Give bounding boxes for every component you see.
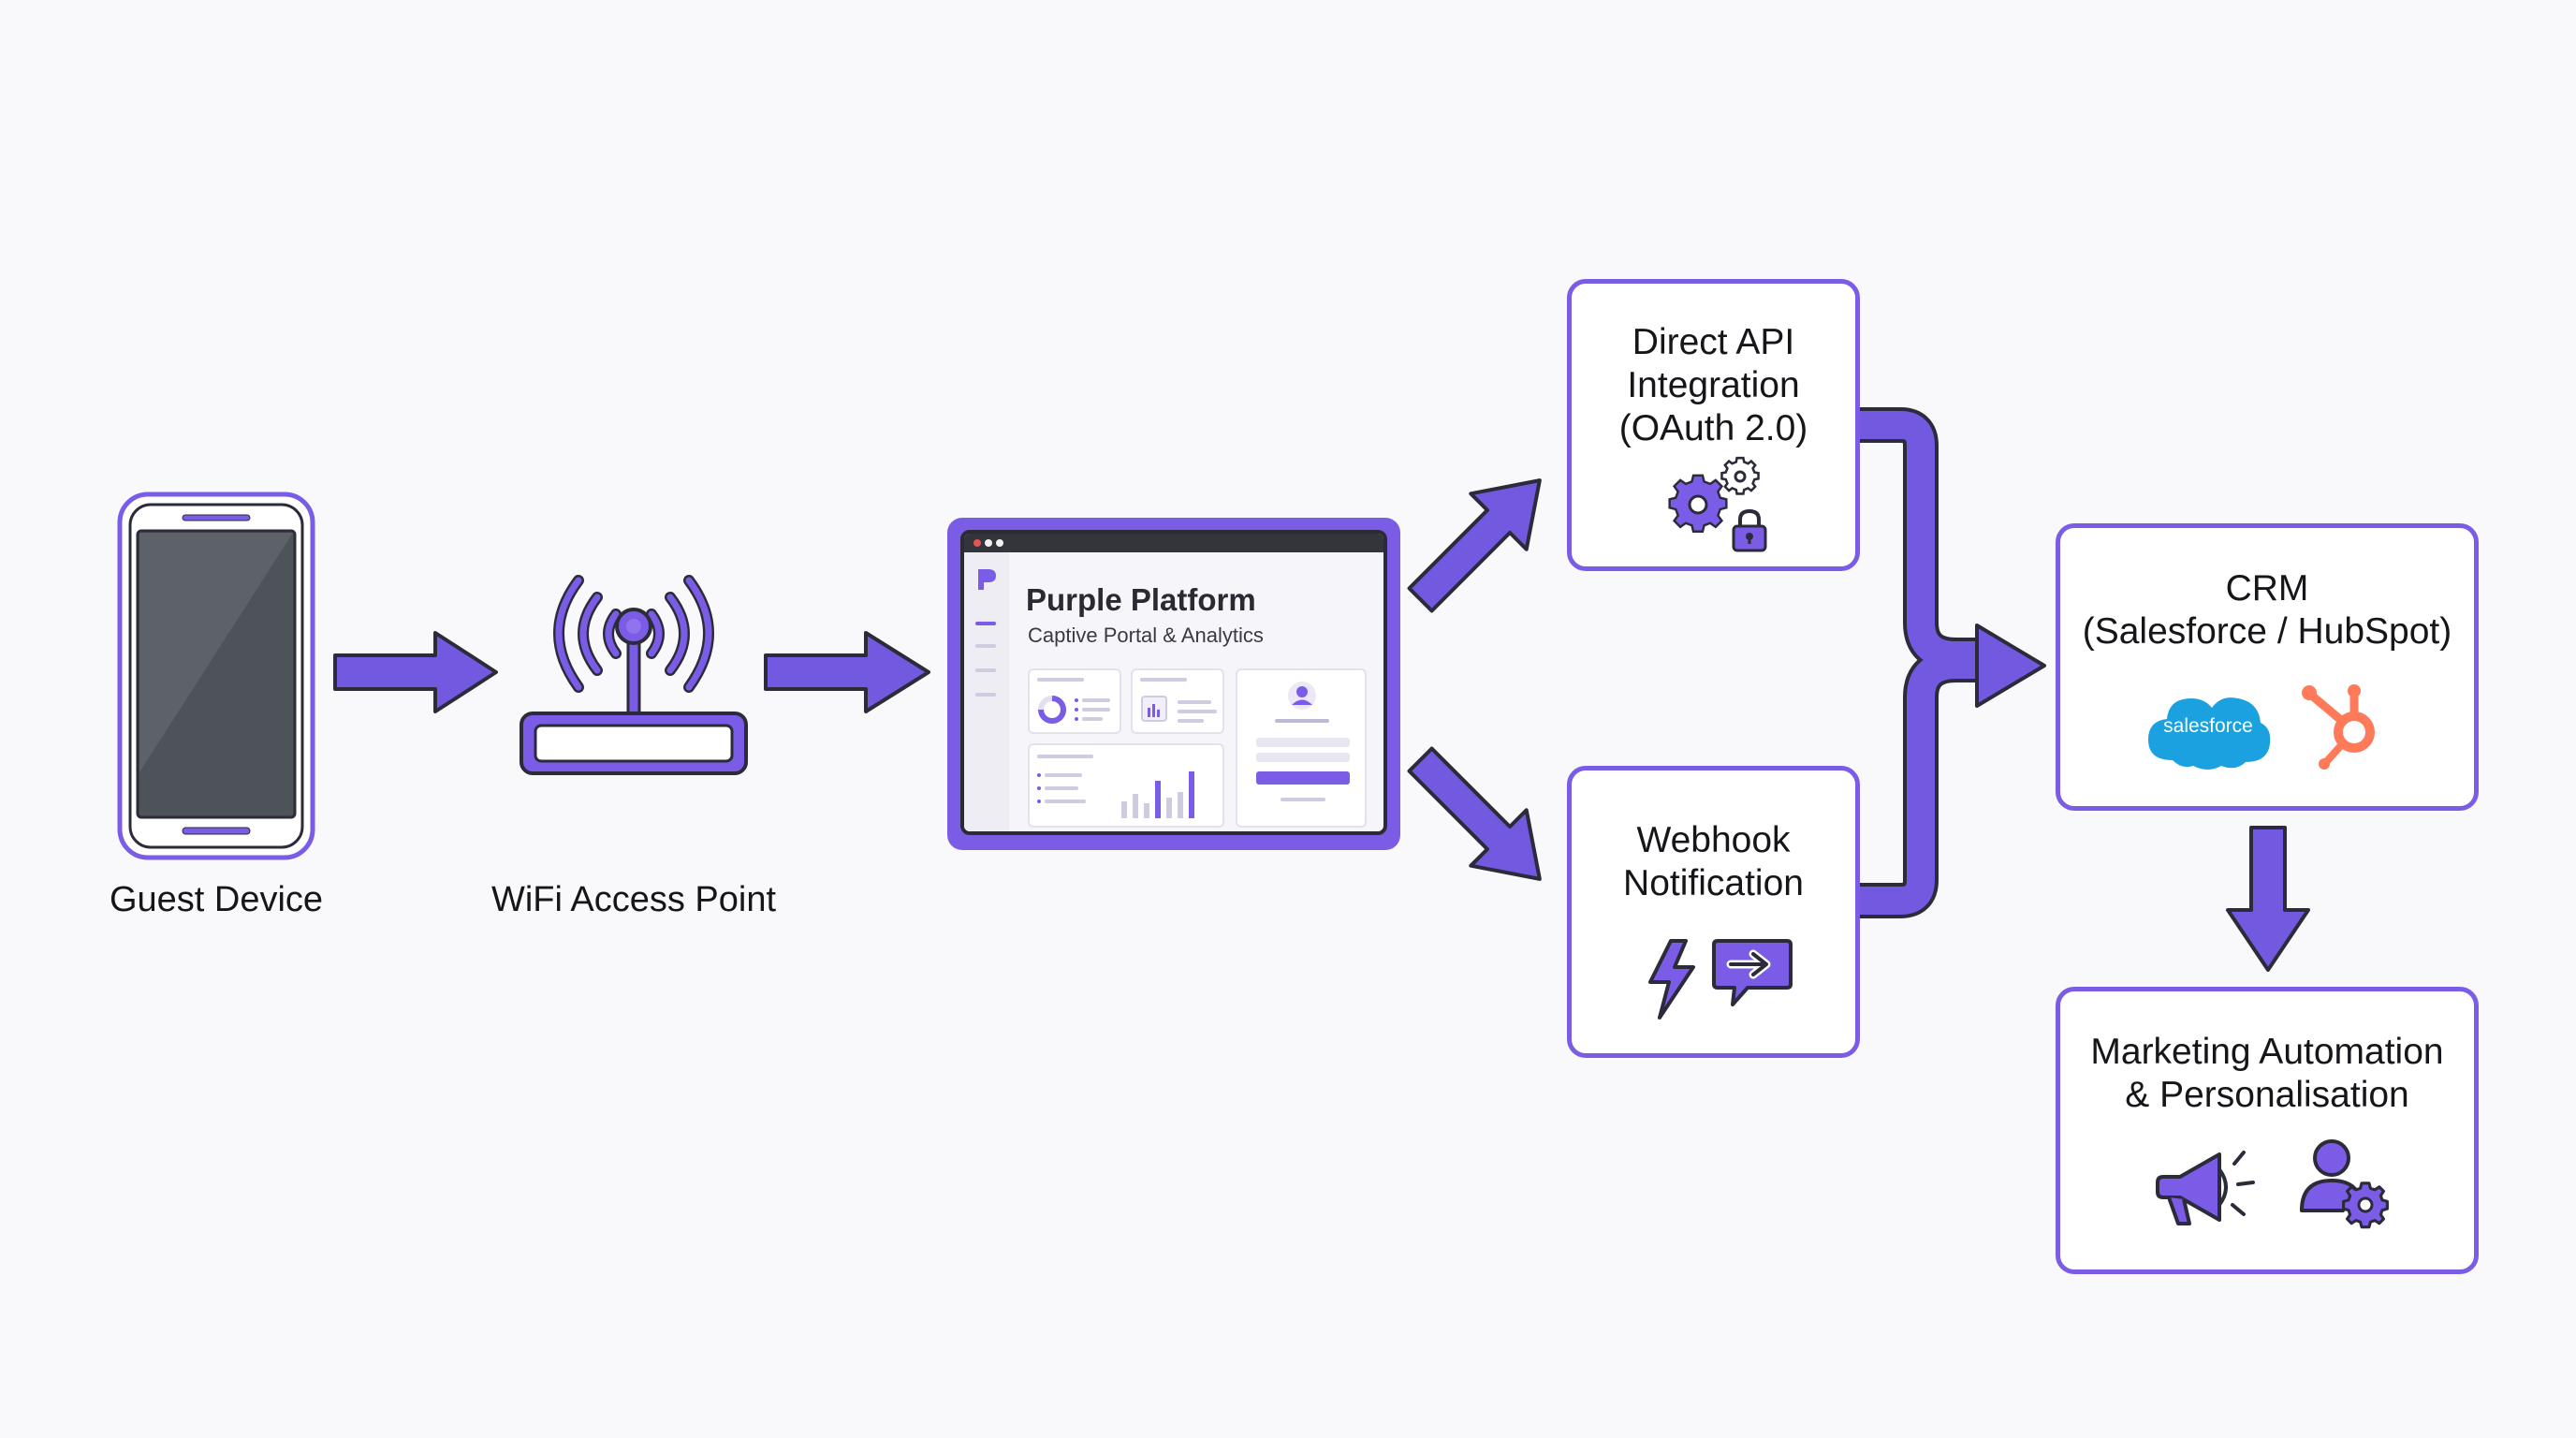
salesforce-logo-text: salesforce [2163,715,2253,737]
arrow-device-to-wifi [333,631,498,713]
sidebar-item [975,644,996,648]
arrow-platform-to-api [1407,478,1542,613]
window-minimize-dot [985,539,992,547]
guest-device-label: Guest Device [109,880,324,919]
wifi-access-point-label: WiFi Access Point [490,880,777,919]
window-close-dot [973,539,981,547]
crm-title: CRM (Salesforce / HubSpot) [2082,568,2452,652]
sidebar-item [975,693,996,697]
merge-connector [1858,407,2046,918]
purple-logo-icon [978,569,996,590]
donut-chart-card [1028,668,1121,734]
window-titlebar [964,534,1383,552]
marketing-box: Marketing Automation & Personalisation [2056,987,2479,1274]
bar-chart-card [1028,743,1224,828]
donut-chart-icon [1038,696,1066,724]
user-avatar-icon [1288,682,1316,710]
direct-api-title: Direct API Integration (OAuth 2.0) [1618,322,1808,448]
chat-arrow-icon [1712,939,1793,1006]
arrow-head-to-crm [1975,624,2046,708]
bar-chart-icon [1121,771,1194,818]
mini-bar-card [1131,668,1224,734]
webhook-title: Webhook Notification [1623,820,1804,903]
mini-bar-chart-icon [1141,696,1167,722]
platform-title: Purple Platform [1026,582,1256,617]
padlock-icon [1732,508,1767,552]
window-maximize-dot [996,539,1003,547]
platform-sidebar [964,552,1009,831]
lightning-bolt-icon [1648,939,1695,1020]
phone-icon [117,492,315,860]
gears-icon [1668,456,1760,533]
arrow-wifi-to-platform [764,631,930,713]
sidebar-item [975,668,996,672]
megaphone-icon [2156,1151,2255,1225]
crm-box: CRM (Salesforce / HubSpot) salesforce [2056,523,2479,811]
sidebar-item-active [975,622,996,625]
platform-window: Purple Platform Captive Portal & Analyti… [960,530,1387,835]
platform-subtitle: Captive Portal & Analytics [1028,624,1264,647]
webhook-box: Webhook Notification [1567,766,1860,1058]
hubspot-logo [2302,684,2375,770]
wifi-router-icon [520,575,748,775]
marketing-title: Marketing Automation & Personalisation [2090,1032,2444,1115]
direct-api-box: Direct API Integration (OAuth 2.0) [1567,279,1860,571]
profile-card [1236,668,1367,828]
user-gear-icon [2300,1139,2389,1229]
salesforce-logo [2148,697,2271,770]
arrow-platform-to-webhook [1407,746,1542,881]
arrow-crm-to-marketing [2226,826,2310,972]
